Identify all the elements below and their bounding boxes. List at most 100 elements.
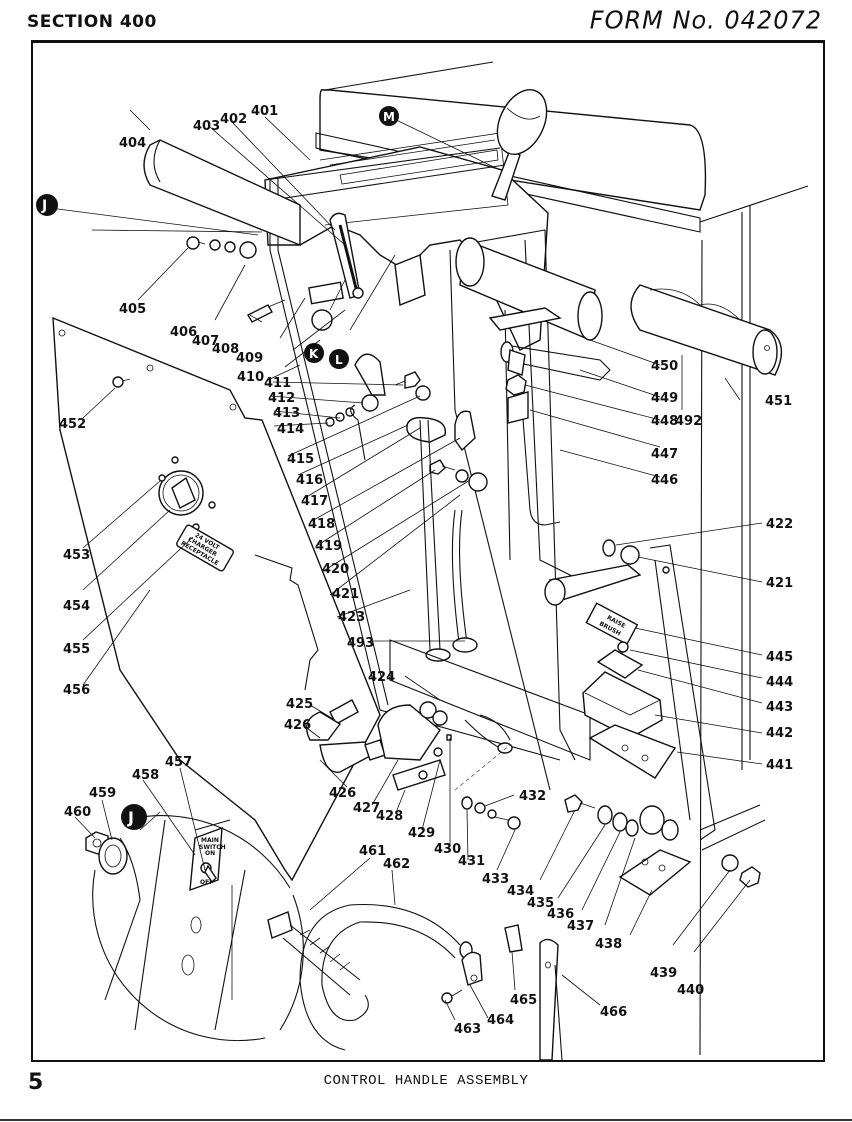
label-410: 410 <box>237 370 264 385</box>
charger-cable <box>267 903 563 1061</box>
label-429: 429 <box>408 826 435 841</box>
label-433: 433 <box>482 872 509 887</box>
decal-off-text: OFF <box>200 879 213 886</box>
label-427: 427 <box>353 801 380 816</box>
label-417: 417 <box>301 494 328 509</box>
label-416: 416 <box>296 473 323 488</box>
label-406: 406 <box>170 325 197 340</box>
section-heading: SECTION 400 <box>27 12 157 32</box>
label-418: 418 <box>308 517 335 532</box>
callout-j-detail: J <box>121 804 147 830</box>
label-409: 409 <box>236 351 263 366</box>
label-463: 463 <box>454 1022 481 1037</box>
callout-j-top: J <box>36 194 58 216</box>
label-437: 437 <box>567 919 594 934</box>
label-492: 492 <box>675 414 702 429</box>
label-428: 428 <box>376 809 403 824</box>
label-449: 449 <box>651 391 678 406</box>
diagram-frame <box>31 40 825 1062</box>
label-415: 415 <box>287 452 314 467</box>
svg-text:J: J <box>127 808 134 827</box>
label-422: 422 <box>766 517 793 532</box>
page-number: 5 <box>28 1070 44 1095</box>
label-458: 458 <box>132 768 159 783</box>
label-440: 440 <box>677 983 704 998</box>
label-432: 432 <box>519 789 546 804</box>
label-408: 408 <box>212 342 239 357</box>
leader-lines <box>49 109 763 1021</box>
label-443: 443 <box>766 700 793 715</box>
grip-404 <box>143 139 301 247</box>
label-431: 431 <box>458 854 485 869</box>
form-number: FORM No. 042072 <box>589 5 822 35</box>
label-403: 403 <box>193 119 220 134</box>
label-426-bottom: 426 <box>329 786 356 801</box>
label-401: 401 <box>251 104 278 119</box>
label-461: 461 <box>359 844 386 859</box>
label-452: 452 <box>59 417 86 432</box>
label-439: 439 <box>650 966 677 981</box>
label-456: 456 <box>63 683 90 698</box>
callout-l: L <box>329 349 349 369</box>
label-453: 453 <box>63 548 90 563</box>
label-457: 457 <box>165 755 192 770</box>
label-426-top: 426 <box>284 718 311 733</box>
figure-caption: CONTROL HANDLE ASSEMBLY <box>323 1073 529 1089</box>
upper-linkage <box>186 212 426 331</box>
callout-k: K <box>304 343 324 363</box>
label-464: 464 <box>487 1013 514 1028</box>
svg-text:M: M <box>383 110 395 124</box>
label-425: 425 <box>286 697 313 712</box>
label-419: 419 <box>315 539 342 554</box>
nut-and-decal <box>505 374 529 424</box>
label-423: 423 <box>338 610 365 625</box>
label-444: 444 <box>766 675 793 690</box>
label-435: 435 <box>527 896 554 911</box>
base-pan <box>389 639 591 761</box>
label-448: 448 <box>651 414 678 429</box>
label-438: 438 <box>595 937 622 952</box>
label-420: 420 <box>322 562 349 577</box>
callout-m: M <box>379 106 399 126</box>
label-430: 430 <box>434 842 461 857</box>
label-460: 460 <box>64 805 91 820</box>
valve-assembly <box>306 699 521 830</box>
label-414: 414 <box>277 422 304 437</box>
u-bracket <box>488 307 611 526</box>
label-454: 454 <box>63 599 90 614</box>
label-446: 446 <box>651 473 678 488</box>
label-459: 459 <box>89 786 116 801</box>
label-445: 445 <box>766 650 793 665</box>
svg-text:J: J <box>41 198 47 214</box>
detail-j-circle: MAIN SWITCH ON OFF <box>85 815 304 1042</box>
label-465: 465 <box>510 993 537 1008</box>
label-447: 447 <box>651 447 678 462</box>
label-402: 402 <box>220 112 247 127</box>
electrical-hardware <box>325 353 488 662</box>
label-404: 404 <box>119 136 146 151</box>
label-434: 434 <box>507 884 534 899</box>
decal-switch-text: SWITCH <box>199 844 226 851</box>
label-412: 412 <box>268 391 295 406</box>
side-cover-panel: 24 VOLT CHARGER RECEPTACLE <box>52 316 381 882</box>
label-405: 405 <box>119 302 146 317</box>
label-413: 413 <box>273 406 300 421</box>
part-labels: 401 402 403 404 405 406 407 408 409 410 … <box>59 104 793 1037</box>
label-407: 407 <box>192 334 219 349</box>
label-411: 411 <box>264 376 291 391</box>
svg-text:L: L <box>335 353 343 367</box>
label-421-left: 421 <box>332 587 359 602</box>
decal-on-text: ON <box>205 850 215 857</box>
bottom-rule <box>0 1119 852 1121</box>
label-462: 462 <box>383 857 410 872</box>
brush-lever: RAISE BRUSH <box>544 539 766 896</box>
decal-main-text: MAIN <box>201 837 219 844</box>
label-436: 436 <box>547 907 574 922</box>
label-424: 424 <box>368 670 395 685</box>
label-451: 451 <box>765 394 792 409</box>
label-442: 442 <box>766 726 793 741</box>
label-421-right: 421 <box>766 576 793 591</box>
label-450: 450 <box>651 359 678 374</box>
label-455: 455 <box>63 642 90 657</box>
